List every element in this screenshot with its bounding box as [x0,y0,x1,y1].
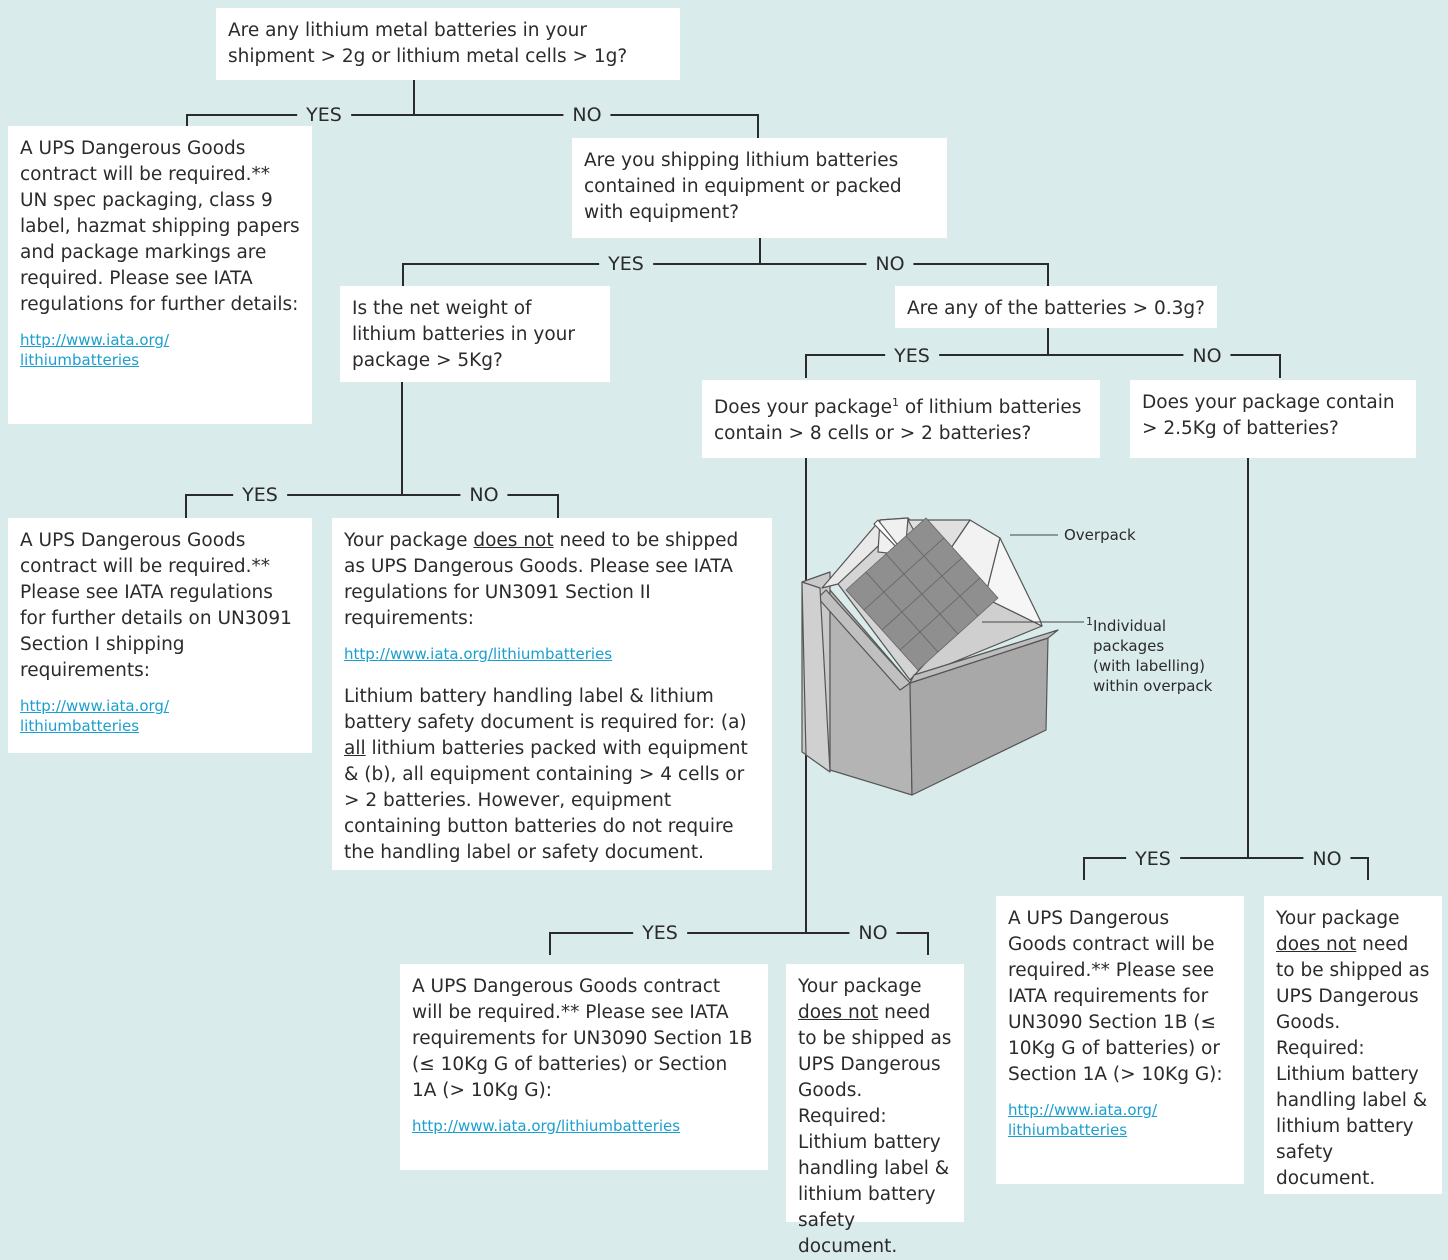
iata-link[interactable]: http://www.iata.org/lithiumbatteries [412,1117,681,1135]
answer-dg-contract-un3090-weight: A UPS Dangerous Goods contract will be r… [996,896,1244,1184]
footnote-marker: 1 [892,396,900,409]
no-label: NO [563,104,611,126]
yes-label: YES [599,253,653,275]
answer-not-dg-un3091-section-2: Your package does not need to be shipped… [332,518,772,870]
answer-not-dg-weight: Your package does not need to be shipped… [1264,896,1442,1194]
iata-link[interactable]: http://www.iata.org/lithiumbatteries [20,331,170,369]
question-text: Are any of the batteries > 0.3g? [907,298,1205,319]
no-label: NO [1303,848,1351,870]
iata-link[interactable]: http://www.iata.org/lithiumbatteries [1008,1101,1158,1139]
overpack-label: Overpack [1064,526,1136,544]
answer-text: Your package does not need to be shipped… [798,976,952,1257]
yes-label: YES [233,484,287,506]
no-label: NO [1183,345,1231,367]
question-text: Does your package contain > 2.5Kg of bat… [1142,392,1395,439]
no-label: NO [849,922,897,944]
question-cells-count: Does your package1 of lithium batteries … [702,380,1100,458]
question-text: Are any lithium metal batteries in your … [228,20,628,67]
answer-text: Lithium battery handling label & lithium… [344,686,748,863]
yes-label: YES [1126,848,1180,870]
answer-dg-contract-un-spec: A UPS Dangerous Goods contract will be r… [8,126,312,424]
question-shipping-with-equipment: Are you shipping lithium batteries conta… [572,138,947,238]
answer-dg-contract-un3090-package: A UPS Dangerous Goods contract will be r… [400,964,768,1170]
question-net-weight: Is the net weight of lithium batteries i… [340,286,610,382]
individual-packages-note: 1Individual packages (with labelling) wi… [1086,615,1213,695]
question-text: Is the net weight of lithium batteries i… [352,298,575,371]
question-battery-weight: Are any of the batteries > 0.3g? [895,286,1217,328]
question-text: Does your package1 of lithium batteries … [714,396,1082,445]
iata-link[interactable]: http://www.iata.org/lithiumbatteries [20,697,170,735]
no-label: NO [460,484,508,506]
answer-text: A UPS Dangerous Goods contract will be r… [20,530,292,681]
connector-lines [185,80,1369,955]
answer-text: A UPS Dangerous Goods contract will be r… [1008,908,1223,1085]
iata-link[interactable]: http://www.iata.org/lithiumbatteries [344,645,613,663]
yes-label: YES [885,345,939,367]
yes-label: YES [297,104,351,126]
question-lithium-metal-weight: Are any lithium metal batteries in your … [216,8,680,80]
yes-label: YES [633,922,687,944]
answer-text: Your package does not need to be shipped… [344,530,739,629]
answer-text: A UPS Dangerous Goods contract will be r… [20,138,300,315]
question-package-weight: Does your package contain > 2.5Kg of bat… [1130,380,1416,458]
no-label: NO [866,253,914,275]
answer-dg-contract-un3091-section-1: A UPS Dangerous Goods contract will be r… [8,518,312,753]
answer-text: Your package does not need to be shipped… [1276,908,1430,1189]
answer-text: A UPS Dangerous Goods contract will be r… [412,976,753,1101]
answer-not-dg-package: Your package does not need to be shipped… [786,964,964,1257]
question-text: Are you shipping lithium batteries conta… [584,150,902,223]
